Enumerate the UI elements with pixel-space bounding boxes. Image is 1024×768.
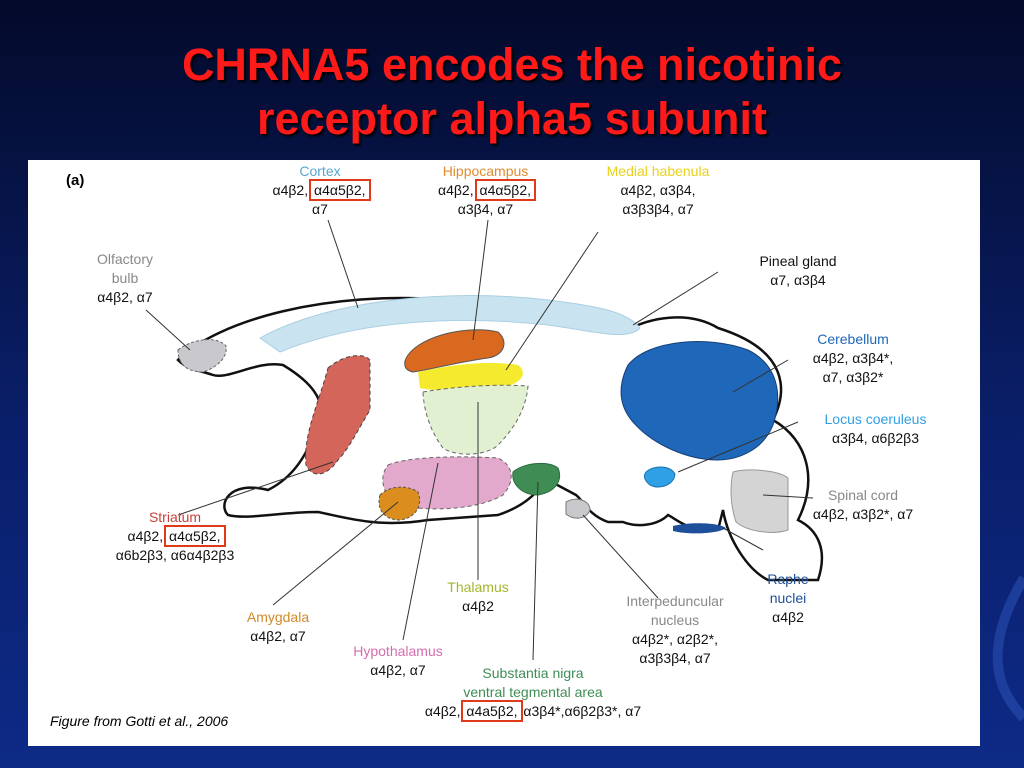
hippocampus-receptor-highlight: α4α5β2,	[474, 179, 536, 201]
panel-label: (a)	[66, 172, 85, 189]
medial-habenula-receptors-a: α4β2, α3β4,	[620, 182, 696, 198]
pineal-gland-receptors: α7, α3β4	[770, 272, 826, 288]
spinal-cord-name: Spinal cord	[827, 487, 899, 503]
raphe-region	[673, 523, 726, 534]
label-spinal-cord: Spinal cord α4β2, α3β2*, α7	[793, 486, 933, 524]
hippocampus-region	[404, 329, 505, 373]
interpeduncular-name-1: Interpeduncular	[626, 593, 724, 609]
striatum-receptors-b: α6b2β3, α6α4β2β3	[115, 547, 235, 563]
amygdala-region	[378, 486, 421, 521]
interpeduncular-receptors-b: α3β3β4, α7	[639, 650, 711, 666]
label-locus-coeruleus: Locus coeruleus α3β4, α6β2β3	[793, 410, 958, 448]
locus-coeruleus-name: Locus coeruleus	[824, 411, 927, 427]
cerebellum-receptors-a: α4β2, α3β4*,	[812, 350, 894, 366]
hypothalamus-name: Hypothalamus	[353, 643, 443, 659]
label-raphe-nuclei: Raphe nuclei α4β2	[753, 570, 823, 627]
cortex-region	[259, 295, 641, 353]
striatum-receptors-a: α4β2,	[127, 528, 164, 544]
substantia-nigra-receptors-a: α4β2,	[424, 703, 461, 719]
cortex-name: Cortex	[299, 163, 341, 179]
hippocampus-receptors-a: α4β2,	[438, 182, 474, 198]
background-swirl	[992, 575, 1024, 722]
thalamus-region	[422, 384, 529, 455]
slide-title: CHRNA5 encodes the nicotinic receptor al…	[0, 38, 1024, 146]
locus-coeruleus-receptors: α3β4, α6β2β3	[831, 430, 920, 446]
label-pineal-gland: Pineal gland α7, α3β4	[738, 252, 858, 290]
cortex-receptors-b: α7	[312, 201, 328, 217]
title-line-1: CHRNA5 encodes the nicotinic	[181, 39, 843, 90]
habenula-region	[418, 362, 523, 391]
raphe-receptors: α4β2	[772, 609, 804, 625]
raphe-name-2: nuclei	[769, 590, 807, 606]
label-amygdala: Amygdala α4β2, α7	[228, 608, 328, 646]
hippocampus-name: Hippocampus	[442, 163, 529, 179]
cerebellum-name: Cerebellum	[817, 331, 889, 347]
olfactory-bulb-name-1: Olfactory	[96, 251, 153, 267]
olfactory-bulb-region	[177, 339, 227, 373]
interpeduncular-receptors-a: α4β2*, α2β2*,	[631, 631, 718, 647]
striatum-name: Striatum	[148, 509, 202, 525]
locus-coeruleus-region	[643, 466, 676, 488]
cerebellum-receptors-b: α7, α3β2*	[822, 369, 884, 385]
spinal-cord-receptors: α4β2, α3β2*, α7	[812, 506, 914, 522]
thalamus-name: Thalamus	[447, 579, 509, 595]
interpeduncular-region	[565, 498, 591, 519]
cortex-receptors-a: α4β2,	[272, 182, 309, 198]
olfactory-bulb-receptors: α4β2, α7	[97, 289, 153, 305]
label-striatum: Striatum α4β2, α4α5β2, α6b2β3, α6α4β2β3	[80, 508, 270, 565]
substantia-nigra-receptors-b: α3β4*,α6β2β3*, α7	[523, 703, 642, 719]
amygdala-name: Amygdala	[246, 609, 310, 625]
title-line-2: receptor alpha5 subunit	[256, 93, 768, 144]
hypothalamus-receptors: α4β2, α7	[370, 662, 426, 678]
interpeduncular-name-2: nucleus	[650, 612, 700, 628]
pointer-lines	[145, 219, 814, 661]
pineal-gland-name: Pineal gland	[759, 253, 837, 269]
label-cortex: Cortex α4β2, α4α5β2, α7	[250, 162, 390, 219]
cerebellum-region	[620, 341, 779, 461]
hippocampus-receptors-b: α3β4, α7	[457, 201, 514, 217]
label-cerebellum: Cerebellum α4β2, α3β4*, α7, α3β2*	[793, 330, 913, 387]
label-interpeduncular: Interpeduncular nucleus α4β2*, α2β2*, α3…	[610, 592, 740, 668]
striatum-region	[305, 355, 371, 475]
label-hypothalamus: Hypothalamus α4β2, α7	[338, 642, 458, 680]
figure-panel: (a)	[28, 160, 980, 746]
brain-sagittal-diagram	[145, 219, 824, 661]
substantia-nigra-region	[512, 462, 561, 496]
figure-caption: Figure from Gotti et al., 2006	[50, 713, 229, 729]
label-hippocampus: Hippocampus α4β2, α4α5β2, α3β4, α7	[413, 162, 558, 219]
raphe-name-1: Raphe	[767, 571, 809, 587]
substantia-nigra-name-1: Substantia nigra	[482, 665, 584, 681]
thalamus-receptors: α4β2	[462, 598, 494, 614]
cortex-receptor-highlight: α4α5β2,	[309, 179, 371, 201]
label-medial-habenula: Medial habenula α4β2, α3β4, α3β3β4, α7	[588, 162, 728, 219]
medial-habenula-receptors-b: α3β3β4, α7	[622, 201, 694, 217]
striatum-receptor-highlight: α4α5β2,	[164, 525, 226, 547]
medial-habenula-name: Medial habenula	[606, 163, 710, 179]
substantia-nigra-name-2: ventral tegmental area	[463, 684, 603, 700]
label-olfactory-bulb: Olfactory bulb α4β2, α7	[80, 250, 170, 307]
olfactory-bulb-name-2: bulb	[111, 270, 139, 286]
substantia-nigra-receptor-highlight: α4a5β2,	[461, 700, 523, 722]
spinal-cord-region	[730, 469, 789, 533]
amygdala-receptors: α4β2, α7	[250, 628, 306, 644]
label-thalamus: Thalamus α4β2	[433, 578, 523, 616]
label-substantia-nigra: Substantia nigra ventral tegmental area …	[398, 664, 668, 722]
